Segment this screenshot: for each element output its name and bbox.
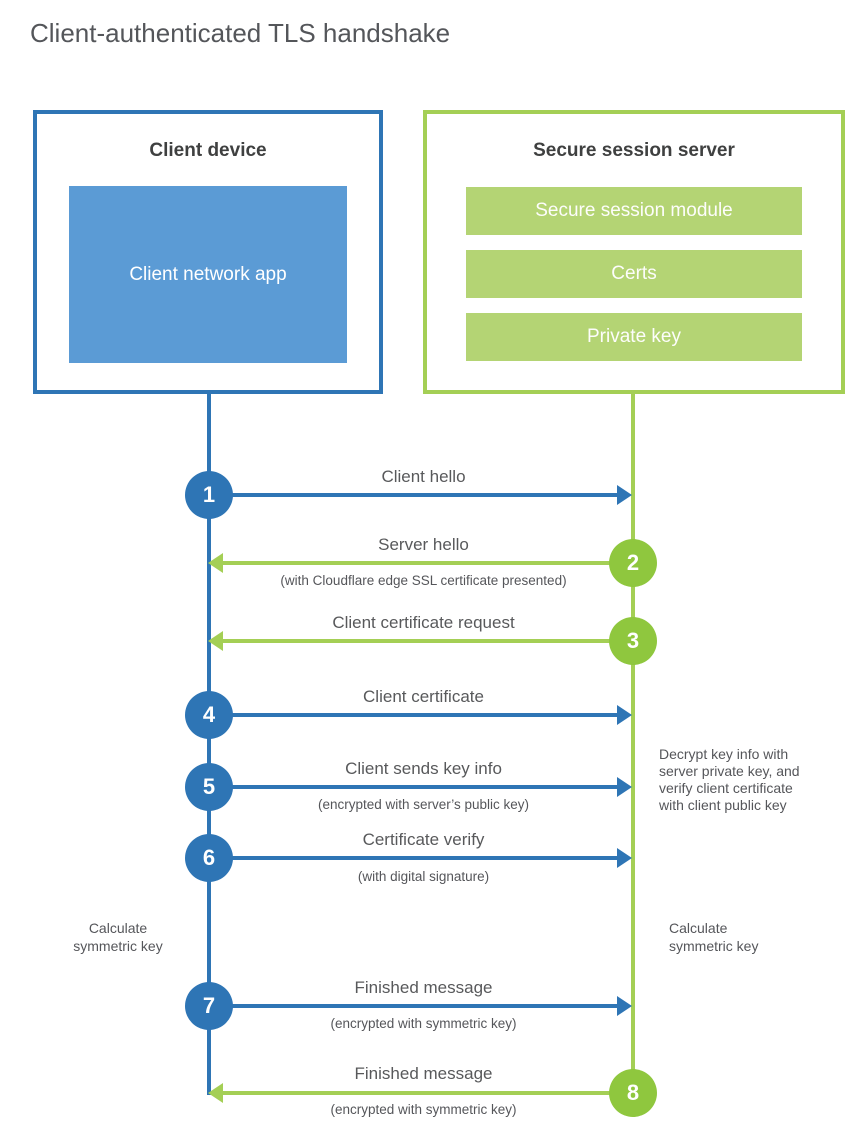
step-5-arrow-right-icon [230, 777, 632, 797]
step-4-badge: 4 [185, 691, 233, 739]
step-5-label: Client sends key info [345, 759, 502, 778]
client-network-app-box: Client network app [69, 186, 347, 363]
step-8-sublabel: (encrypted with symmetric key) [330, 1102, 517, 1117]
step-1-label: Client hello [381, 467, 466, 486]
calculate-symmetric-key-note-client: Calculate symmetric key [73, 920, 163, 954]
step-6-arrow-right-icon [230, 848, 632, 868]
certs-label: Certs [611, 263, 657, 284]
step-2-badge: 2 [609, 539, 657, 587]
step-3-badge: 3 [609, 617, 657, 665]
client-lifeline [207, 394, 211, 1095]
client-network-app-label: Client network app [129, 264, 287, 285]
step-2-label: Server hello [378, 535, 469, 554]
step-5-sublabel: (encrypted with server’s public key) [317, 797, 530, 812]
step-6-label: Certificate verify [362, 830, 485, 849]
step-7-arrow-right-icon [230, 996, 632, 1016]
private-key-label: Private key [587, 326, 681, 347]
calculate-symmetric-key-note-server: Calculate symmetric key [669, 920, 759, 954]
step-8-badge: 8 [609, 1069, 657, 1117]
client-device-title: Client device [149, 140, 267, 161]
step-2-sublabel: (with Cloudflare edge SSL certificate pr… [280, 573, 567, 588]
step-1-arrow-right-icon [230, 485, 632, 505]
server-lifeline [631, 394, 635, 1095]
step-7-sublabel: (encrypted with symmetric key) [330, 1016, 517, 1031]
step-6-sublabel: (with digital signature) [357, 869, 490, 884]
step-3-arrow-left-icon [208, 631, 612, 651]
step-7-badge: 7 [185, 982, 233, 1030]
step-8-arrow-left-icon [208, 1083, 612, 1103]
step-4-arrow-right-icon [230, 705, 632, 725]
private-key-bar: Private key [466, 313, 802, 361]
secure-session-module-bar: Secure session module [466, 187, 802, 235]
step-5-badge: 5 [185, 763, 233, 811]
step-2-arrow-left-icon [208, 553, 612, 573]
step-4-label: Client certificate [363, 687, 484, 706]
step-6-badge: 6 [185, 834, 233, 882]
page-title: Client-authenticated TLS handshake [30, 18, 451, 48]
step-1-badge: 1 [185, 471, 233, 519]
step-7-label: Finished message [354, 978, 493, 997]
decrypt-key-info-note: Decrypt key info with server private key… [659, 746, 800, 813]
certs-bar: Certs [466, 250, 802, 298]
secure-session-module-label: Secure session module [535, 200, 733, 221]
secure-session-server-title: Secure session server [533, 140, 735, 161]
step-8-label: Finished message [354, 1064, 493, 1083]
step-3-label: Client certificate request [332, 613, 515, 632]
